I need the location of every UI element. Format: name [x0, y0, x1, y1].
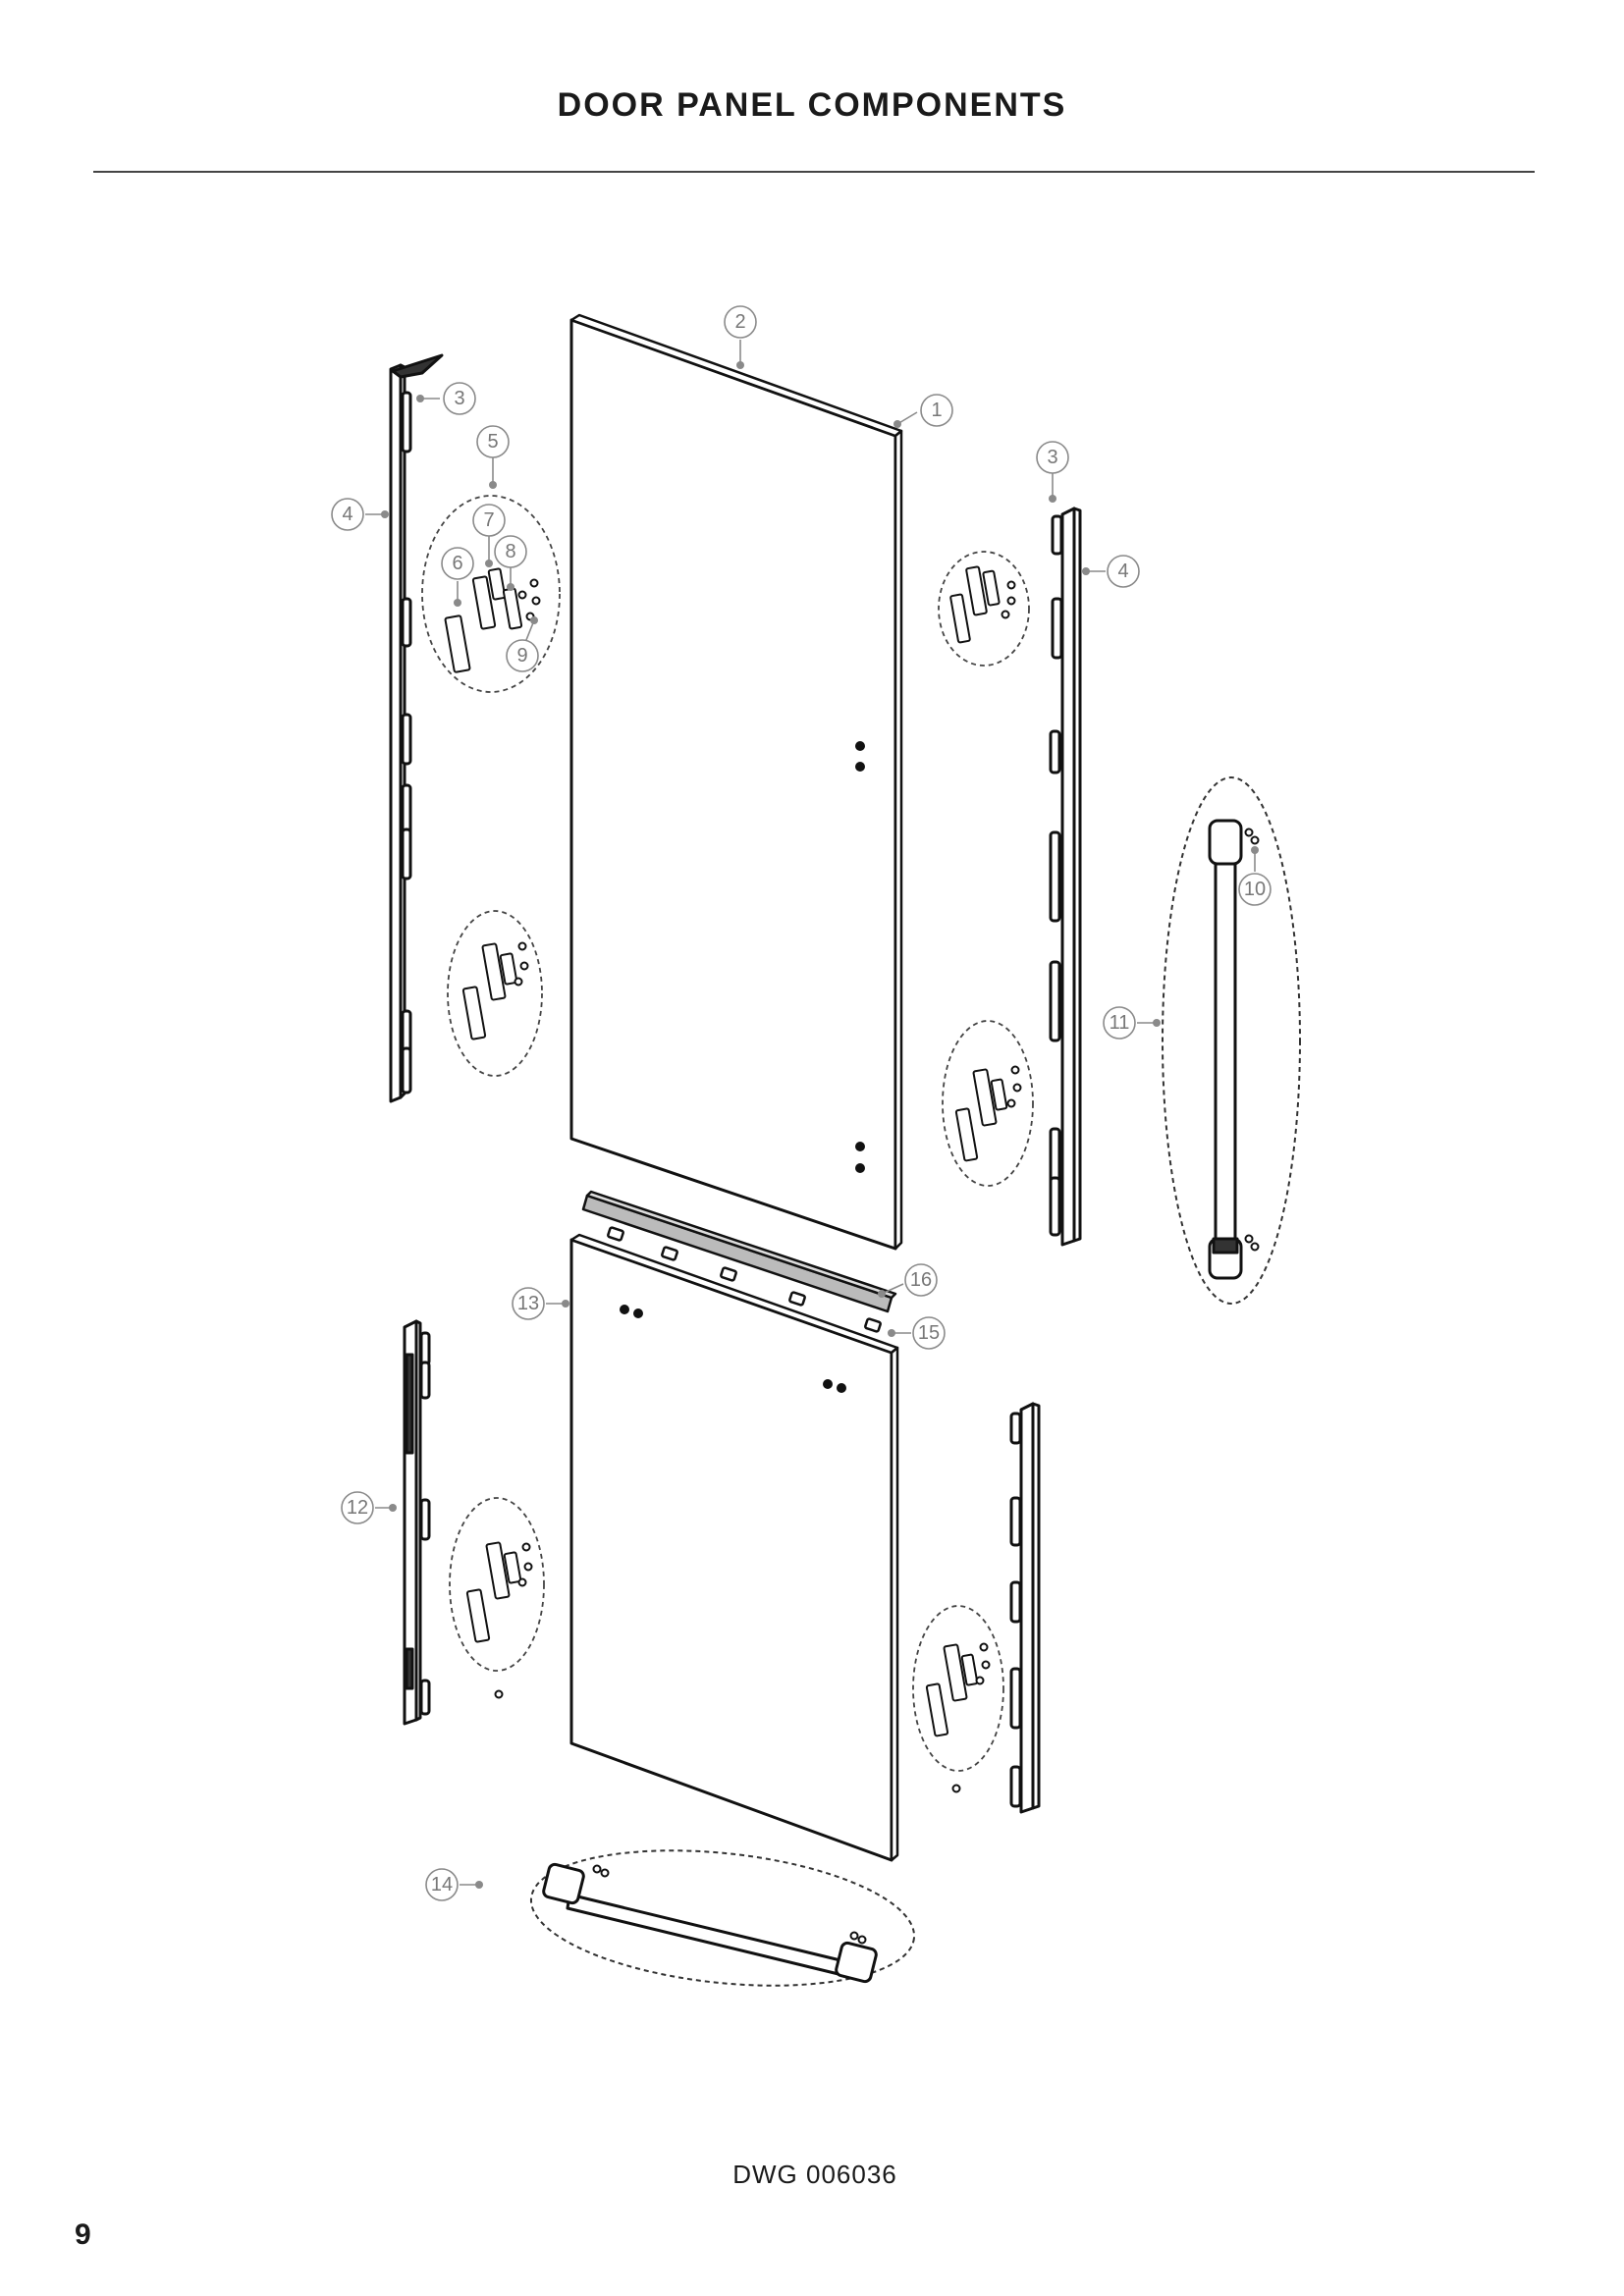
- callout-3-right: 3: [1036, 441, 1069, 503]
- right-lower-side-rail: [1009, 1402, 1041, 1814]
- horizontal-handle-assembly: [529, 1849, 916, 1987]
- svg-text:1: 1: [931, 400, 942, 421]
- svg-text:3: 3: [1047, 447, 1057, 468]
- vertical-handle-assembly: [1162, 776, 1301, 1305]
- drawing-number: DWG 006036: [732, 2160, 897, 2189]
- svg-text:12: 12: [347, 1497, 368, 1519]
- callout-2: 2: [724, 305, 757, 369]
- spacer-pads: [607, 1226, 882, 1333]
- svg-text:6: 6: [452, 553, 462, 574]
- callout-16: 16: [878, 1263, 938, 1298]
- callout-1: 1: [893, 394, 953, 428]
- svg-text:5: 5: [487, 431, 498, 453]
- callout-13: 13: [512, 1287, 569, 1320]
- callout-7: 7: [472, 504, 506, 567]
- callout-10: 10: [1238, 846, 1272, 906]
- callout-4-left: 4: [331, 498, 389, 531]
- callout-6: 6: [441, 547, 474, 607]
- svg-text:16: 16: [910, 1269, 932, 1291]
- page-number: 9: [75, 2218, 91, 2251]
- callout-3-left: 3: [416, 382, 476, 415]
- svg-text:2: 2: [734, 311, 745, 333]
- callout-11: 11: [1103, 1006, 1161, 1040]
- upper-panel-holes: [855, 741, 865, 1173]
- callout-8: 8: [494, 535, 527, 591]
- svg-text:4: 4: [342, 504, 352, 525]
- bracket-parts: [444, 565, 1022, 1793]
- left-lower-side-rail: [403, 1319, 431, 1726]
- page-title: DOOR PANEL COMPONENTS: [557, 86, 1067, 124]
- svg-text:4: 4: [1117, 561, 1128, 582]
- svg-text:3: 3: [454, 388, 464, 409]
- svg-text:14: 14: [431, 1874, 453, 1896]
- callout-4-right: 4: [1082, 555, 1140, 588]
- callout-12: 12: [341, 1491, 397, 1524]
- svg-text:7: 7: [483, 509, 494, 531]
- right-upper-side-rail: [1049, 507, 1082, 1247]
- left-upper-side-rail: [389, 353, 444, 1103]
- callout-9: 9: [506, 616, 539, 672]
- svg-text:13: 13: [517, 1293, 539, 1314]
- svg-text:8: 8: [505, 541, 515, 562]
- lower-panel-holes: [620, 1305, 846, 1393]
- svg-text:9: 9: [516, 645, 527, 667]
- callout-5: 5: [476, 425, 510, 489]
- bracket-kit-clusters: [421, 495, 1034, 1772]
- header-rule: [93, 171, 1535, 173]
- svg-text:10: 10: [1244, 879, 1266, 900]
- svg-text:11: 11: [1110, 1012, 1130, 1034]
- svg-text:15: 15: [918, 1322, 940, 1344]
- callout-14: 14: [425, 1868, 483, 1901]
- callout-15: 15: [888, 1316, 946, 1350]
- upper-door-panel: [569, 313, 903, 1251]
- spacer-strip: [581, 1190, 897, 1313]
- lower-door-panel: [569, 1233, 899, 1862]
